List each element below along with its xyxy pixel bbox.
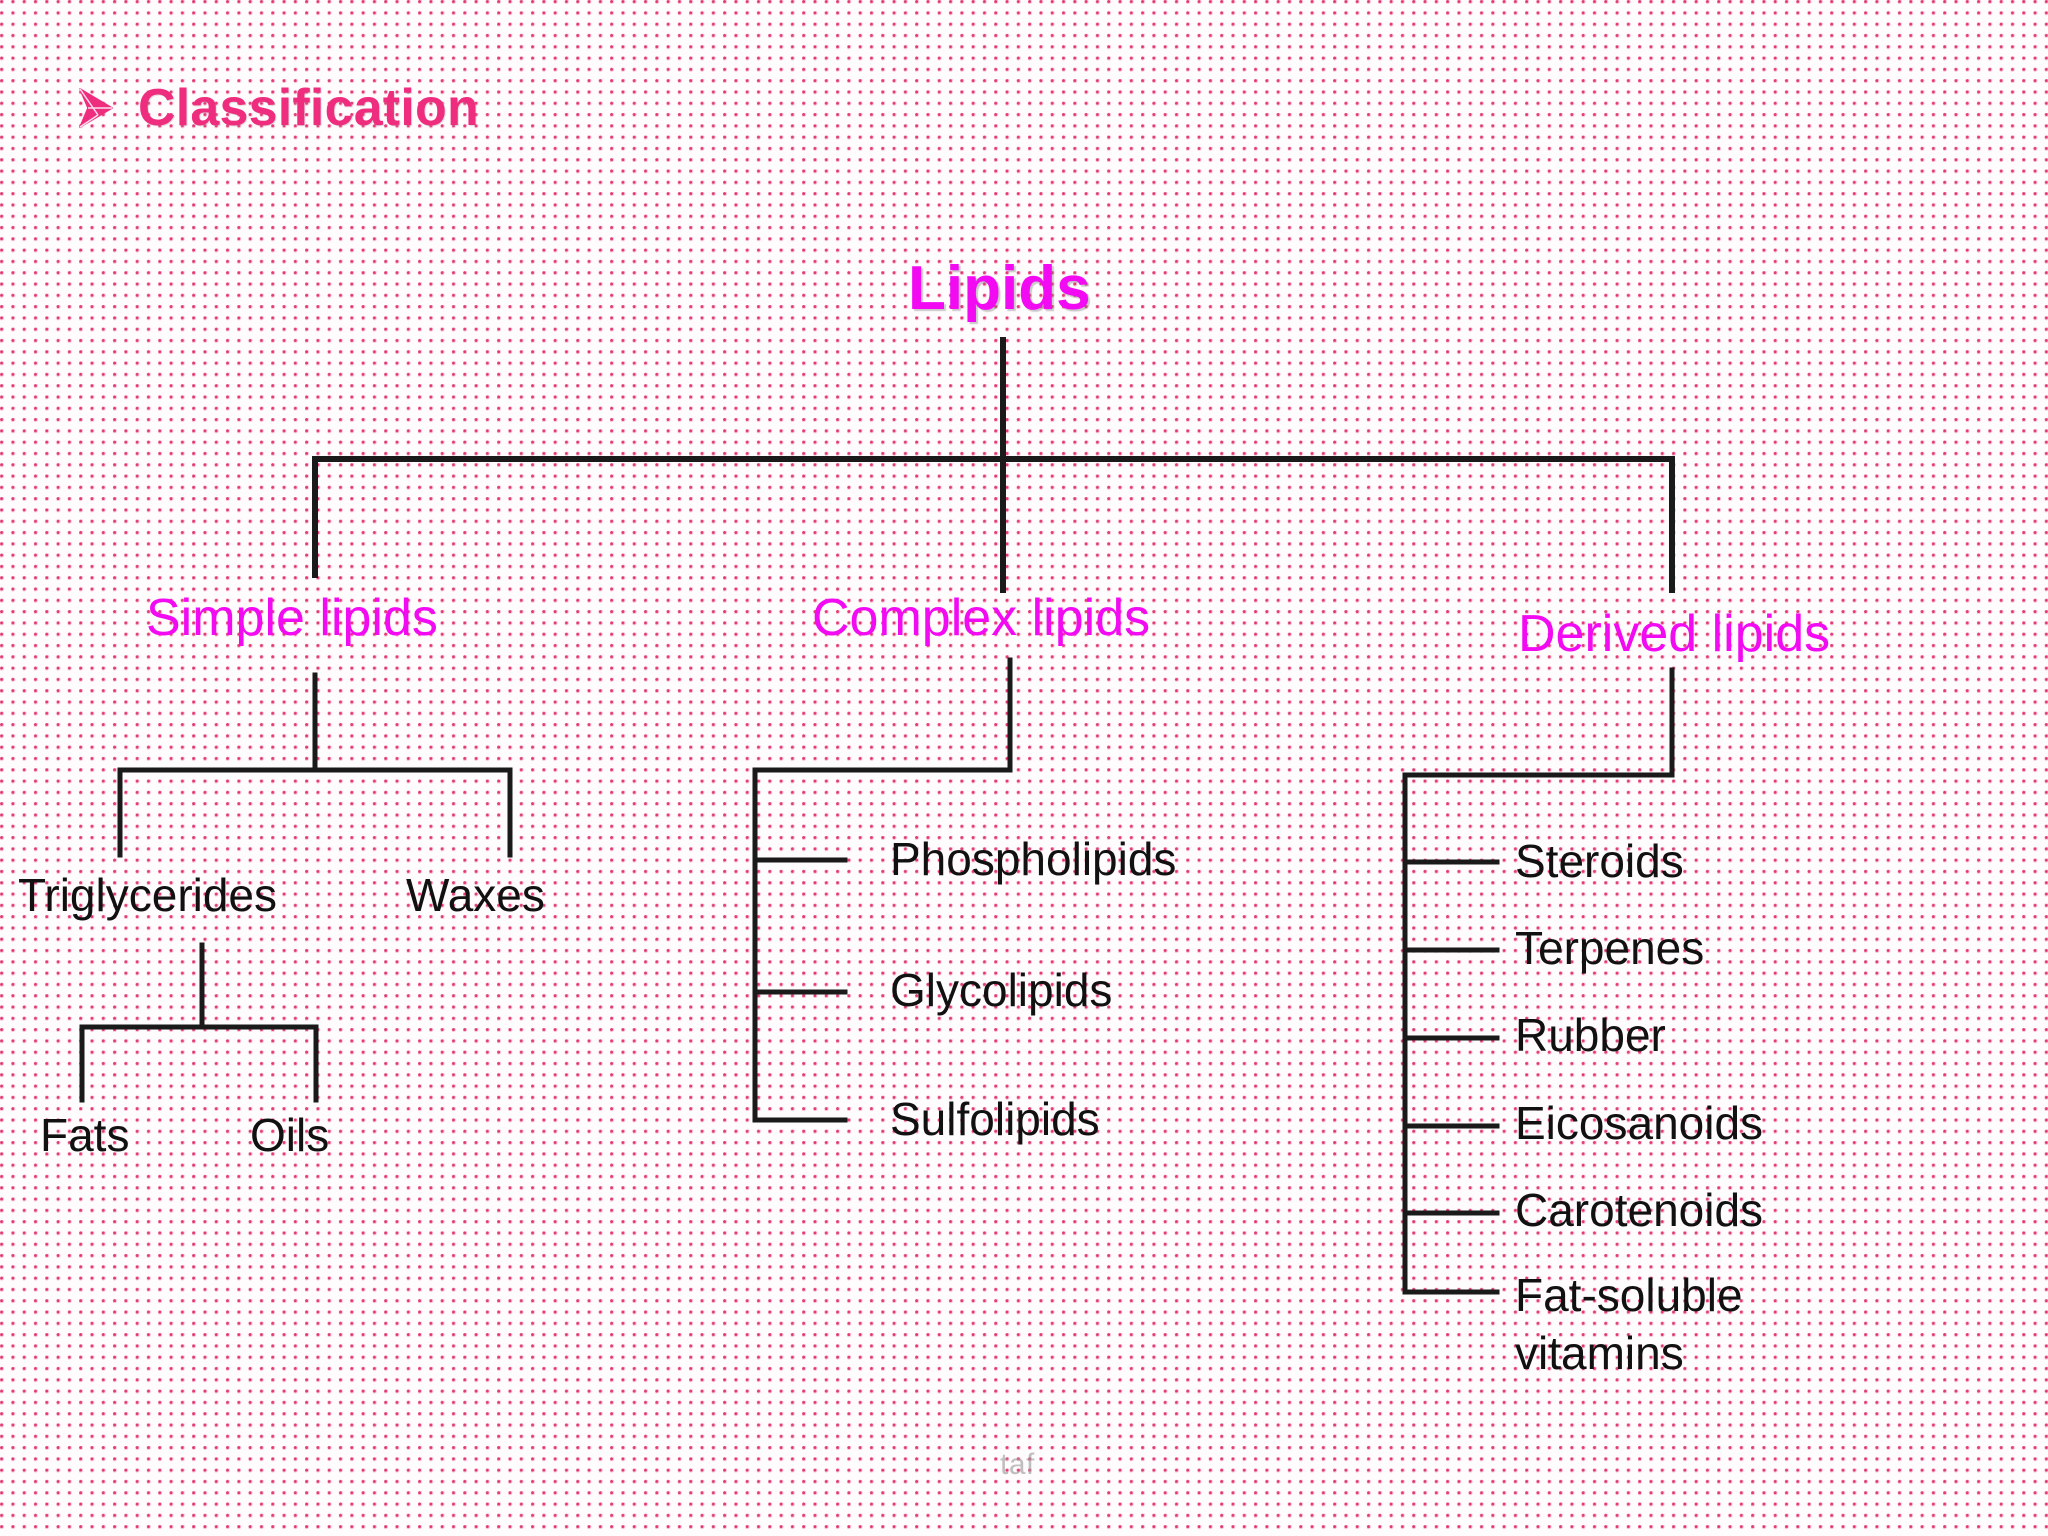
tree-node-fats[interactable]: Fats: [40, 1109, 130, 1161]
watermark-text: taf: [1000, 1448, 1035, 1481]
tree-node-triglycerides[interactable]: Triglycerides: [18, 869, 278, 921]
tree-node-glycolipids[interactable]: Glycolipids: [890, 964, 1113, 1016]
tree-node-complex-lipids[interactable]: Complex lipids: [812, 589, 1151, 647]
tree-node-carotenoids[interactable]: Carotenoids: [1515, 1184, 1764, 1236]
tree-node-sulfolipids[interactable]: Sulfolipids: [890, 1093, 1100, 1145]
tree-node-eicosanoids[interactable]: Eicosanoids: [1515, 1097, 1764, 1149]
tree-node-phospholipids[interactable]: Phospholipids: [890, 833, 1177, 885]
tree-node-root[interactable]: Lipids: [908, 254, 1091, 323]
tree-node-waxes[interactable]: Waxes: [406, 869, 545, 921]
tree-node-fat-soluble-vitamins[interactable]: Fat-soluble vitamins: [1515, 1269, 1743, 1379]
tree-node-simple-lipids[interactable]: Simple lipids: [146, 589, 438, 647]
slide-heading: Classification: [76, 78, 479, 138]
tree-node-terpenes[interactable]: Terpenes: [1515, 922, 1705, 974]
tree-node-derived-lipids[interactable]: Derived lipids: [1518, 605, 1831, 663]
tree-node-oils[interactable]: Oils: [250, 1109, 330, 1161]
tree-node-steroids[interactable]: Steroids: [1515, 835, 1684, 887]
tree-node-rubber[interactable]: Rubber: [1515, 1009, 1666, 1061]
arrow-bullet-icon: [79, 88, 113, 128]
page-title: Classification: [138, 79, 479, 137]
